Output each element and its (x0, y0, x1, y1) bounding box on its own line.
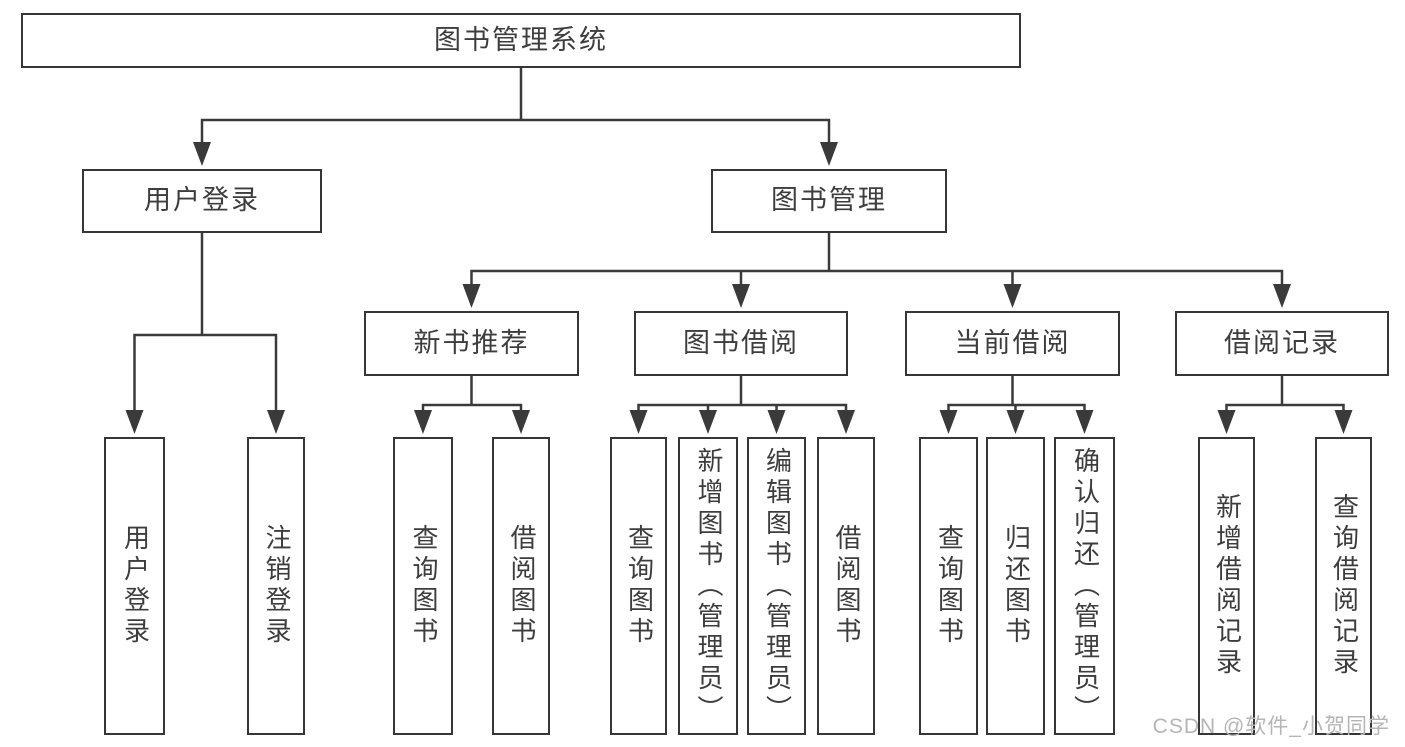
arrowhead-cb-confirm-return (1075, 410, 1094, 434)
arrowhead-user-login-leaf (125, 410, 144, 434)
arrowhead-bb-borrow-book (837, 410, 855, 434)
arrowhead-bb-add-book (699, 410, 717, 434)
node-bb-query-book: 查询图书 (610, 437, 667, 735)
watermark-text: CSDN @软件_小贺同学 (1152, 715, 1390, 738)
node-new-book-recommend: 新书推荐 (364, 311, 579, 376)
node-cb-query-book: 查询图书 (919, 437, 978, 735)
node-nbr-query-book: 查询图书 (393, 437, 453, 735)
node-br-add-record: 新增借阅记录 (1198, 437, 1255, 735)
arrowhead-br-add-record (1217, 410, 1236, 434)
arrowhead-cb-query-book (939, 410, 958, 434)
arrowhead-bb-query-book (629, 410, 648, 434)
node-cb-confirm-return: 确认归还（管理员） (1054, 437, 1115, 735)
arrowhead-current-borrow (1003, 284, 1022, 308)
arrowhead-borrow-records (1273, 284, 1291, 308)
arrowhead-book-management (820, 142, 838, 166)
node-logout: 注销登录 (247, 437, 305, 735)
arrowhead-nbr-borrow-book (512, 410, 530, 434)
arrowhead-user-login (193, 142, 211, 166)
node-bb-add-book: 新增图书（管理员） (678, 437, 738, 735)
node-user-login: 用户登录 (82, 169, 322, 233)
node-user-login-leaf: 用户登录 (104, 437, 165, 735)
node-br-query-record: 查询借阅记录 (1315, 437, 1372, 735)
node-bb-borrow-book: 借阅图书 (817, 437, 875, 735)
arrowhead-bb-edit-book (767, 410, 786, 434)
arrowhead-book-borrow (732, 284, 750, 308)
arrowhead-cb-return-book (1006, 410, 1025, 434)
node-cb-return-book: 归还图书 (986, 437, 1045, 735)
node-borrow-records: 借阅记录 (1175, 311, 1389, 376)
node-book-borrow: 图书借阅 (634, 311, 848, 376)
arrowhead-logout (267, 410, 285, 434)
node-bb-edit-book: 编辑图书（管理员） (747, 437, 806, 735)
node-nbr-borrow-book: 借阅图书 (492, 437, 550, 735)
arrowhead-br-query-record (1334, 410, 1353, 434)
node-current-borrow: 当前借阅 (905, 311, 1120, 376)
node-book-management: 图书管理 (711, 169, 947, 233)
node-root: 图书管理系统 (21, 13, 1021, 68)
arrowhead-nbr-query-book (414, 410, 432, 434)
connector-path (133, 68, 1345, 412)
arrowhead-new-book-recommend (462, 284, 481, 308)
